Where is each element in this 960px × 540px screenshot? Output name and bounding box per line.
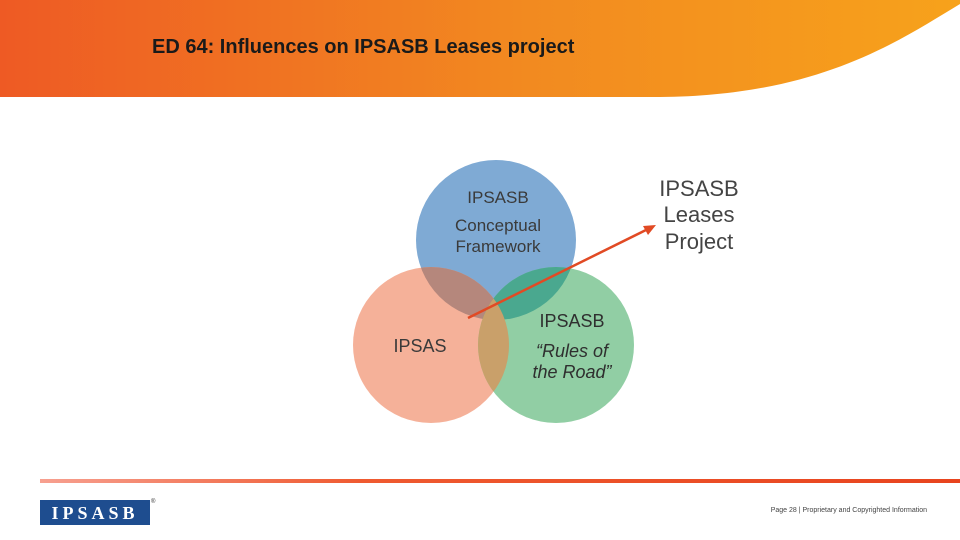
ipsasb-logo: IPSASB <box>40 500 150 525</box>
registered-mark: ® <box>151 499 156 505</box>
framework-label-line-2: Conceptual <box>454 216 541 236</box>
framework-rules-overlap <box>478 267 576 320</box>
rules-label: IPSASB “Rules of the Road” <box>520 311 624 384</box>
rules-label-line-1: IPSASB <box>539 311 605 331</box>
header-banner <box>0 0 960 97</box>
leases-label-line-1: IPSASB <box>659 176 739 201</box>
framework-label-line-1: IPSASB <box>467 188 529 207</box>
influence-arrow-head <box>643 225 656 235</box>
rules-label-line-2: “Rules of <box>535 340 609 361</box>
framework-label: IPSASB Conceptual Framework <box>436 188 560 257</box>
slide-title: ED 64: Influences on IPSASB Leases proje… <box>152 36 575 58</box>
influence-arrow-line <box>467 227 649 320</box>
framework-ipsas-overlap <box>416 267 509 320</box>
footer-page-info: Page 28 | Proprietary and Copyrighted In… <box>770 507 927 514</box>
framework-label-line-3: Framework <box>455 236 541 256</box>
leases-label-line-2: Leases <box>663 202 735 228</box>
rules-label-line-3: the Road” <box>532 362 612 383</box>
ipsas-label: IPSAS <box>393 336 447 356</box>
leases-project-label: IPSASB Leases Project <box>634 176 764 255</box>
leases-label-line-3: Project <box>664 228 734 254</box>
footer-divider <box>40 479 960 483</box>
